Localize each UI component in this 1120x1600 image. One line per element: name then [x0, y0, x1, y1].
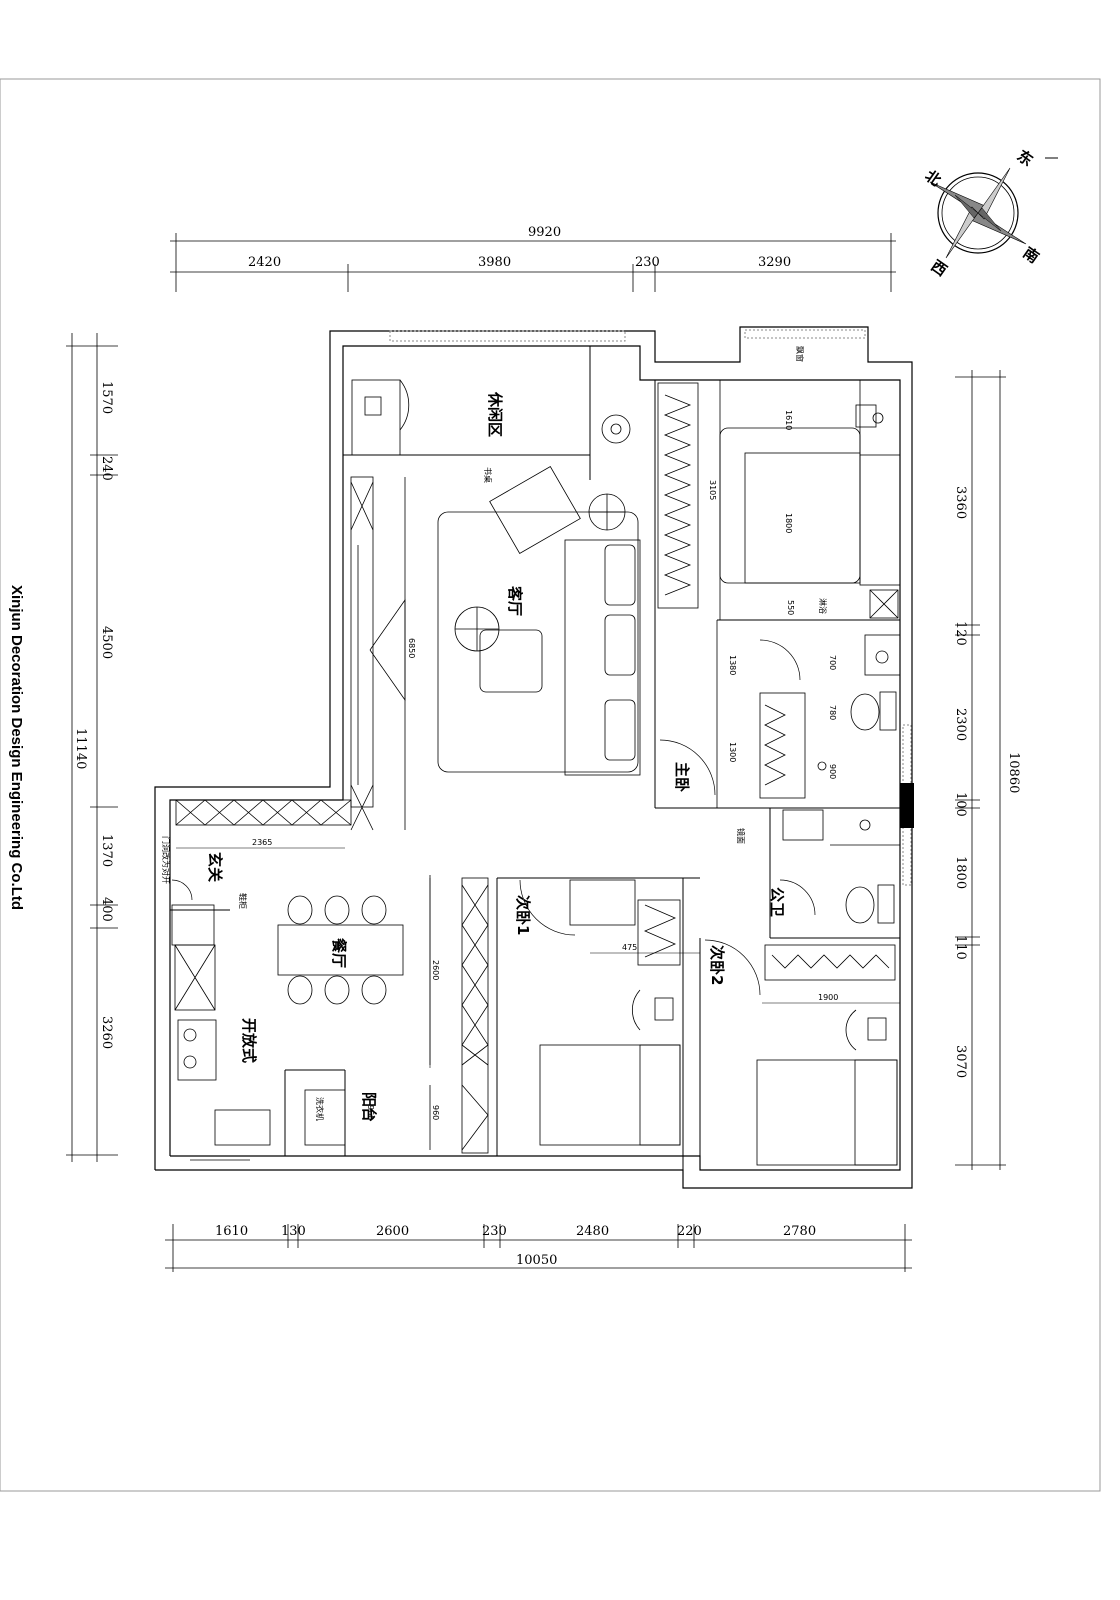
dim-700: 700 [828, 655, 837, 670]
door-swings [171, 639, 816, 996]
note-desk: 书桌 [483, 467, 493, 483]
dim-right-6: 110 [953, 935, 968, 960]
room-open-kitchen: 开放式 [240, 1018, 258, 1063]
shoe-cabinet [175, 799, 352, 826]
inner-dim-lines [176, 847, 900, 1068]
tv-cabinet [350, 476, 406, 831]
dim-bottom-total: 10050 [516, 1253, 557, 1268]
compass-north: 北 [922, 167, 945, 190]
living-furniture [437, 465, 641, 776]
dim-left-2: 240 [99, 456, 114, 481]
compass-east: 东 [1014, 147, 1037, 170]
dim-top-total: 9920 [528, 225, 561, 240]
dim-bottom-5: 2480 [576, 1224, 609, 1239]
dim-475: 475 [622, 943, 637, 952]
bedroom-2-1-furniture [539, 879, 681, 1146]
dim-left-5: 400 [99, 897, 114, 922]
dim-1300: 1300 [728, 742, 737, 762]
dim-bottom-7: 2780 [783, 1224, 816, 1239]
dim-780: 780 [828, 705, 837, 720]
leisure-furniture [351, 379, 631, 456]
dim-right-7: 3070 [953, 1045, 968, 1078]
right-dimensions [955, 370, 1006, 1170]
room-entrance: 玄关 [206, 852, 224, 882]
dim-bottom-6: 220 [677, 1224, 702, 1239]
room-dining: 餐厅 [330, 938, 348, 968]
dim-right-4: 100 [953, 792, 968, 817]
compass-rose: 北 东 南 西 [922, 147, 1058, 280]
window-top [389, 330, 626, 342]
bottom-dimensions [165, 1224, 912, 1272]
dim-1800: 1800 [784, 513, 793, 533]
dim-top-1: 2420 [248, 255, 281, 270]
dim-960b: 960 [431, 1105, 440, 1120]
dim-bottom-4: 230 [482, 1224, 507, 1239]
bedroom-2-2-furniture [756, 944, 898, 1166]
room-leisure: 休闲区 [486, 391, 504, 437]
dim-left-1: 1570 [99, 381, 114, 414]
room-bedroom-2-1: 次卧1 [514, 895, 532, 935]
room-master-bedroom: 主卧 [673, 762, 691, 792]
compass-south: 南 [1020, 244, 1043, 267]
room-living: 客厅 [506, 585, 524, 616]
dim-right-5: 1800 [953, 856, 968, 889]
outer-walls [154, 326, 913, 1189]
note-mirror: 镜面 [736, 828, 746, 844]
note-door: 门洞改为对开 [161, 836, 171, 884]
dim-top-2: 3980 [478, 255, 511, 270]
dim-6850: 6850 [407, 638, 416, 658]
dim-1900: 1900 [818, 993, 838, 1002]
dim-left-3: 4500 [99, 626, 114, 659]
left-dimensions [66, 333, 118, 1162]
dim-550: 550 [786, 600, 795, 615]
note-washer: 洗衣机 [315, 1097, 325, 1121]
company-name: Xinjun Decoration Design Engineering Co.… [8, 585, 25, 910]
kitchen [171, 904, 271, 1161]
dim-left-4: 1370 [99, 834, 114, 867]
dim-1610: 1610 [784, 410, 793, 430]
dim-right-1: 3360 [953, 486, 968, 519]
room-bedroom-2-2: 次卧2 [708, 945, 726, 985]
note-shoe: 鞋柜 [238, 893, 248, 909]
room-public-bath: 公卫 [768, 887, 786, 917]
dim-left-total: 11140 [73, 728, 88, 769]
interior-walls [170, 346, 900, 1170]
corridor-wardrobe [461, 877, 489, 1154]
note-window: 飘窗 [795, 346, 805, 362]
dim-960a: 960 [366, 1105, 375, 1120]
compass-west: 西 [928, 257, 951, 280]
dim-2365: 2365 [252, 838, 272, 847]
dim-900: 900 [828, 764, 837, 779]
public-bath [782, 809, 900, 924]
sheet-border [0, 78, 1101, 1492]
dim-bottom-1: 1610 [215, 1224, 248, 1239]
dim-right-3: 2300 [953, 708, 968, 741]
top-dimensions [170, 233, 896, 292]
dim-right-2: 120 [953, 621, 968, 646]
dim-3105: 3105 [708, 480, 717, 500]
note-shower: 淋浴 [818, 598, 828, 614]
pillar-black [900, 783, 914, 828]
master-bedroom-furniture [657, 380, 901, 620]
dim-2600: 2600 [431, 960, 440, 980]
master-bath [716, 620, 901, 808]
window-bay [744, 329, 866, 339]
dim-top-3: 230 [635, 255, 660, 270]
room-balcony: 阳台 [360, 1092, 378, 1122]
dim-top-4: 3290 [758, 255, 791, 270]
dim-right-total: 10860 [1006, 752, 1021, 793]
dim-1380: 1380 [728, 655, 737, 675]
dim-left-6: 3260 [99, 1016, 114, 1049]
dim-bottom-2: 130 [281, 1224, 306, 1239]
dining-set [277, 895, 404, 1005]
dim-bottom-3: 2600 [376, 1224, 409, 1239]
